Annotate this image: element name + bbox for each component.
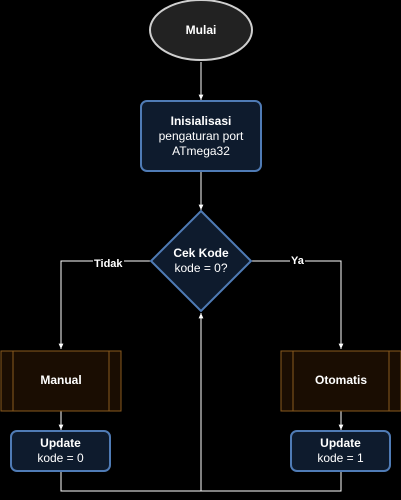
- decision-line1: kode = 0?: [174, 261, 228, 275]
- edge-label-yes: Ya: [290, 255, 305, 267]
- auto-subprocess: [280, 350, 401, 412]
- init-label: Inisialisasi pengaturan port ATmega32: [141, 111, 261, 161]
- auto-label: Otomatis: [293, 366, 389, 394]
- decision-label: Cek Kode kode = 0?: [156, 244, 246, 278]
- update-auto-title: Update: [320, 436, 361, 450]
- update-manual-box: [10, 430, 111, 472]
- auto-label-text: Otomatis: [314, 372, 367, 387]
- edge-update-manual-loop: [60, 472, 201, 492]
- edge-decision-no: [58, 260, 151, 349]
- update-auto-box: [290, 430, 391, 472]
- update-auto-line1: kode = 1: [317, 451, 364, 465]
- manual-subprocess: [0, 350, 122, 412]
- init-line1: pengaturan port: [158, 128, 244, 143]
- update-manual-label: Update kode = 0: [11, 434, 110, 468]
- update-manual-title: Update: [40, 436, 81, 450]
- init-title: Inisialisasi: [170, 113, 232, 128]
- start-label-text: Mulai: [185, 22, 217, 37]
- update-manual-line1: kode = 0: [37, 451, 84, 465]
- start-terminal: [149, 0, 253, 61]
- manual-label: Manual: [13, 366, 109, 394]
- decision-title: Cek Kode: [173, 246, 229, 260]
- edge-label-no: Tidak: [93, 258, 124, 270]
- manual-label-text: Manual: [40, 372, 82, 387]
- update-auto-label: Update kode = 1: [291, 434, 390, 468]
- init-line2: ATmega32: [172, 143, 230, 158]
- start-label: Mulai: [151, 15, 251, 45]
- edge-decision-yes: [251, 260, 344, 349]
- decision-diamond: [149, 209, 253, 313]
- init-process-box: [140, 100, 262, 172]
- edge-update-auto-loop: [198, 313, 342, 492]
